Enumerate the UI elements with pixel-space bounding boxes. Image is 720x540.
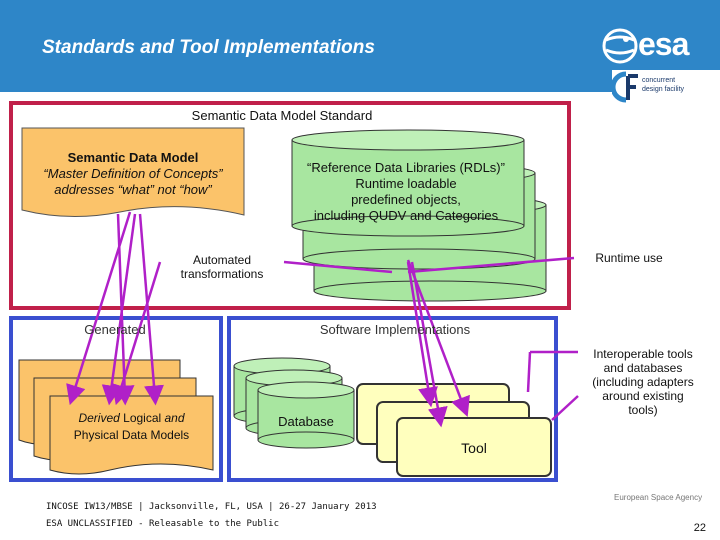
arrow-interop-to-tool: [551, 395, 579, 421]
header-bar: Standards and Tool Implementations esa: [0, 0, 720, 92]
software-frame: [227, 316, 558, 482]
page-number: 22: [693, 522, 706, 534]
database-cylinder-front: [257, 381, 355, 449]
database-label: Database: [278, 414, 334, 429]
esa-wordmark: esa: [638, 26, 689, 62]
esa-logo: esa: [598, 22, 720, 92]
interop-note: Interoperable tools and databases (inclu…: [592, 347, 694, 417]
standard-frame: [9, 101, 571, 310]
footer-conference: INCOSE IW13/MBSE | Jacksonville, FL, USA…: [46, 502, 377, 512]
arrow-runtime-to-rdl: [407, 256, 575, 274]
interop-box: [578, 340, 708, 424]
runtime-box: [574, 238, 684, 278]
arrow-auto-to-derived: [112, 261, 162, 406]
tool-box-front: [396, 417, 552, 477]
rdl-line2: Runtime loadable: [355, 176, 457, 191]
model-note-line2: addresses “what” not “how”: [54, 182, 212, 197]
generated-frame: [9, 316, 223, 482]
derived-line1: Derived Logical and: [78, 411, 185, 425]
esa-globe-icon: [602, 28, 638, 64]
footer-agency: European Space Agency: [614, 493, 703, 502]
rdl-line3: predefined objects,: [351, 192, 461, 207]
software-label: Software Implementations: [319, 322, 471, 337]
generated-label: Generated: [84, 322, 146, 337]
arrow-interop-line-v: [526, 351, 532, 393]
derived-line2: Physical Data Models: [73, 428, 190, 442]
automated-line2: transformations: [180, 267, 264, 281]
footer-classification: ESA UNCLASSIFIED - Releasable to the Pub…: [46, 519, 279, 529]
standard-title: Semantic Data Model Standard: [191, 108, 373, 123]
rdl-line4: including QUDV and Categories: [313, 208, 499, 223]
rdl-cylinder-front: [291, 129, 525, 237]
connector-arrows: [66, 211, 579, 428]
arrow-auto-to-rdl: [283, 260, 393, 274]
tool-label: Tool: [461, 440, 487, 456]
model-note-line1: “Master Definition of Concepts”: [43, 166, 223, 181]
rdl-line1: “Reference Data Libraries (RDLs)”: [307, 160, 505, 175]
runtime-use-label: Runtime use: [595, 251, 663, 265]
arrow-note-to-derived-3: [114, 213, 135, 406]
automated-box: [160, 246, 284, 288]
slide-title: Standards and Tool Implementations: [42, 37, 375, 58]
model-note-title: Semantic Data Model: [67, 150, 199, 165]
arrow-rdl-to-tool-1: [406, 259, 470, 418]
derived-sheet-front: [49, 395, 214, 475]
cdf-label: concurrent design facility: [642, 77, 685, 93]
model-note-shape: [21, 127, 245, 217]
arrow-rdl-to-tool-3: [406, 261, 438, 408]
cdf-logo: [612, 70, 720, 104]
automated-line1: Automated: [192, 253, 252, 267]
